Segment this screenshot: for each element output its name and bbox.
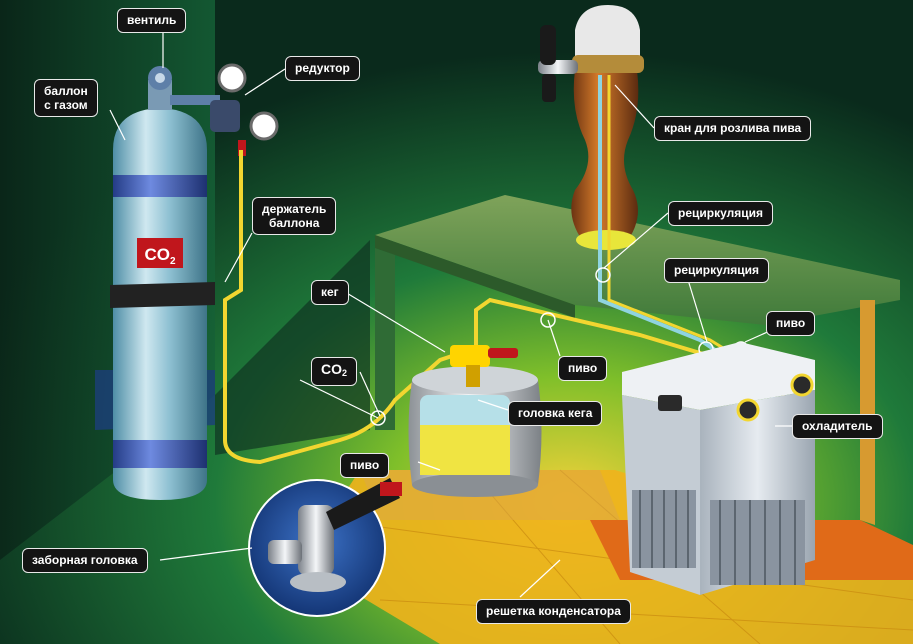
label-recirculation-top: рециркуляция <box>668 201 773 226</box>
label-valve: вентиль <box>117 8 186 33</box>
label-cooler: охладитель <box>792 414 883 439</box>
label-co2: CO2 <box>311 357 357 386</box>
label-keg: кег <box>311 280 349 305</box>
cylinder-band-bottom <box>113 440 207 468</box>
cylinder-holder-strap <box>110 282 215 308</box>
label-condenser-grille: решетка конденсатора <box>476 599 631 624</box>
label-recirculation-bottom: рециркуляция <box>664 258 769 283</box>
label-intake-head: заборная головка <box>22 548 148 573</box>
label-reducer: редуктор <box>285 56 360 81</box>
beer-tower-collar <box>572 55 644 73</box>
label-beer-tap: кран для розлива пива <box>654 116 811 141</box>
label-beer-right: пиво <box>766 311 815 336</box>
counter-leg-right <box>860 300 875 525</box>
label-beer-left: пиво <box>340 453 389 478</box>
cylinder-band-top <box>113 175 207 197</box>
label-keg-head: головка кега <box>508 401 602 426</box>
label-beer-middle: пиво <box>558 356 607 381</box>
tap-handle <box>540 25 556 65</box>
valve-wheel <box>148 66 172 90</box>
tap-nozzle <box>542 74 556 102</box>
beer-tower-base-ring <box>576 230 636 250</box>
